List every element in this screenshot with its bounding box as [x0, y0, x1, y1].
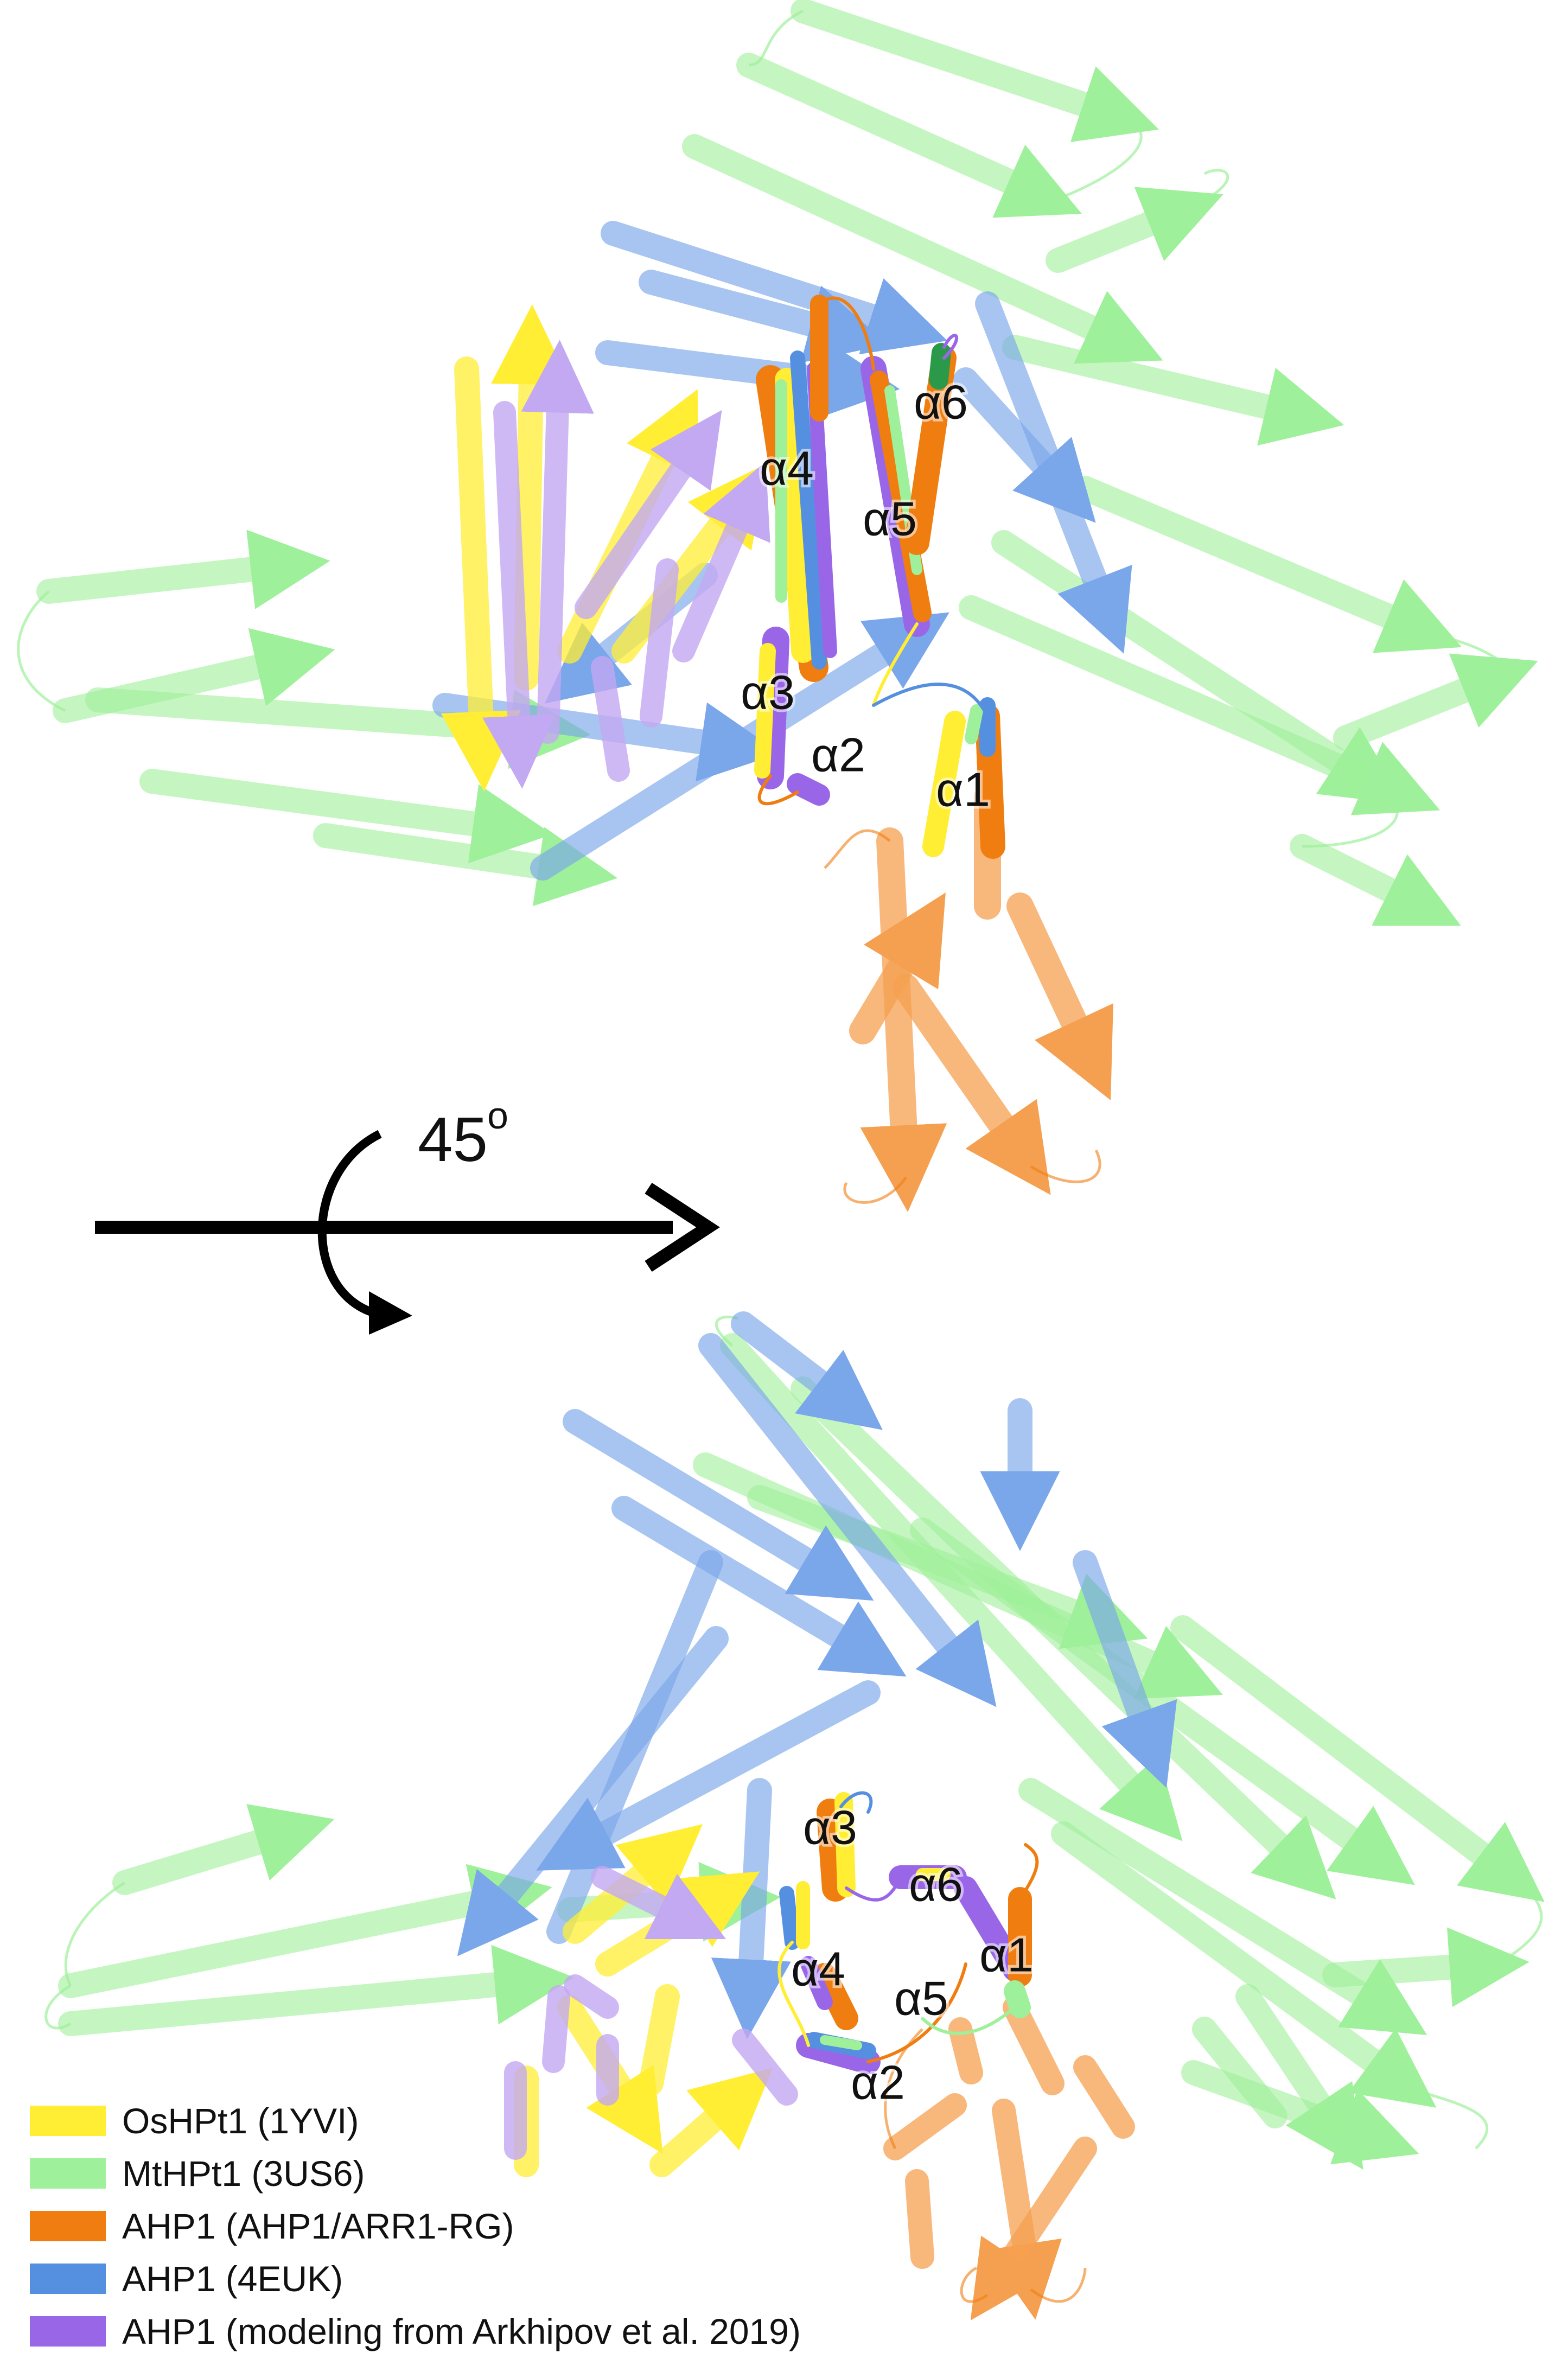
top-label-alpha3: α3 — [741, 665, 795, 719]
arr1-loops-bottom — [884, 2028, 1087, 2303]
bottom-label-alpha6: α6 — [909, 1857, 963, 1911]
top-label-alpha5: α5 — [863, 492, 917, 545]
legend-item-ahp1-rg: AHP1 (AHP1/ARR1-RG) — [30, 2199, 1028, 2252]
arr1-helices-bottom — [883, 1995, 1135, 2320]
legend-label-oshpt1: OsHPt1 (1YVI) — [122, 2100, 359, 2141]
rotation-angle-unit: o — [487, 1094, 508, 1137]
legend-swatch-ahp1-4euk — [30, 2263, 106, 2294]
rotation-indicator: 45 o — [95, 1094, 720, 1335]
legend-item-ahp1-4euk: AHP1 (4EUK) — [30, 2252, 1028, 2305]
rotation-axis-arrowhead — [645, 1182, 720, 1272]
mthpt1-loops-top — [17, 9, 1520, 848]
bottom-structure-panel: α3 α6 α1 α4 α5 α2 — [44, 1311, 1545, 2320]
legend-label-ahp1-4euk: AHP1 (4EUK) — [122, 2258, 343, 2299]
arr1-loops-top — [824, 829, 1101, 1204]
bottom-label-alpha3: α3 — [803, 1800, 857, 1854]
ahp1-model-helices-top — [482, 340, 770, 789]
legend-swatch-ahp1-rg — [30, 2210, 106, 2241]
bottom-label-alpha2: α2 — [851, 2055, 905, 2109]
hpt-core-top — [754, 295, 1005, 859]
top-structure-panel: α6 α4 α5 α3 α2 α1 — [17, 0, 1538, 1212]
top-helix-labels: α6 α4 α5 α3 α2 α1 — [738, 372, 993, 819]
legend: OsHPt1 (1YVI) MtHPt1 (3US6) AHP1 (AHP1/A… — [30, 2094, 1028, 2357]
top-label-alpha1: α1 — [936, 762, 990, 816]
legend-label-ahp1-model: AHP1 (modeling from Arkhipov et al. 2019… — [122, 2311, 801, 2351]
legend-item-ahp1-model: AHP1 (modeling from Arkhipov et al. 2019… — [30, 2305, 1028, 2357]
legend-swatch-oshpt1 — [30, 2105, 106, 2136]
legend-label-mthpt1: MtHPt1 (3US6) — [122, 2153, 365, 2194]
rotation-curve-arrow — [317, 1130, 382, 1317]
top-label-alpha2: α2 — [811, 728, 865, 781]
legend-swatch-ahp1-model — [30, 2316, 106, 2347]
bottom-label-alpha4: α4 — [791, 1942, 845, 1995]
legend-item-mthpt1: MtHPt1 (3US6) — [30, 2147, 1028, 2199]
legend-label-ahp1-rg: AHP1 (AHP1/ARR1-RG) — [122, 2205, 514, 2246]
legend-swatch-mthpt1 — [30, 2158, 106, 2189]
top-label-alpha6: α6 — [914, 375, 968, 429]
top-label-alpha4: α4 — [760, 441, 814, 495]
rotation-angle-label: 45 — [418, 1104, 488, 1175]
legend-item-oshpt1: OsHPt1 (1YVI) — [30, 2094, 1028, 2147]
ahp1-model-helices-bottom — [504, 1866, 798, 2160]
hpt-core-bottom — [777, 1791, 1039, 2074]
bottom-label-alpha5: α5 — [894, 1971, 948, 2025]
arr1-helices-top — [849, 784, 1113, 1212]
bottom-helix-labels: α3 α6 α1 α4 α5 α2 — [788, 1797, 1036, 2112]
bottom-label-alpha1: α1 — [979, 1928, 1034, 1981]
mthpt1-loops-bottom — [44, 1315, 1543, 2150]
rotation-curve-arrowhead — [369, 1291, 412, 1335]
